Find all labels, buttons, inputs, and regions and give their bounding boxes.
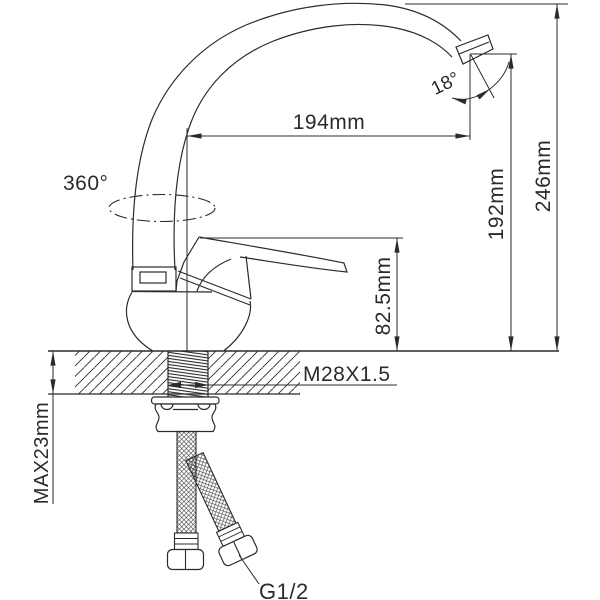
outlet-angle-arc-ext bbox=[489, 61, 510, 90]
dim-outlet-angle-18 bbox=[451, 54, 510, 105]
mounting-stem bbox=[167, 351, 209, 397]
swivel-angle-label: 360° bbox=[63, 172, 108, 195]
countertop bbox=[48, 350, 559, 395]
thread-callout-label: M28X1.5 bbox=[303, 363, 391, 386]
countertop-hatch-right bbox=[208, 351, 300, 394]
faucet-body bbox=[125, 258, 252, 352]
thread-arrow-right bbox=[195, 381, 208, 389]
body-shoulder-line bbox=[131, 290, 213, 293]
spout-collar bbox=[131, 266, 177, 292]
thread-arrow-left bbox=[168, 381, 181, 389]
dim-lever-height-825 bbox=[200, 237, 403, 352]
swivel-ellipse bbox=[108, 193, 216, 223]
handle-seam-2 bbox=[179, 277, 251, 306]
nut-body bbox=[154, 403, 217, 433]
dim-counter-thickness-label: MAX23mm bbox=[31, 402, 53, 504]
dim-spout-reach-label: 194mm bbox=[293, 111, 366, 134]
nut-flange bbox=[150, 396, 220, 405]
stem-thread-fill bbox=[168, 351, 208, 397]
spout-aerator bbox=[455, 34, 494, 65]
spout-outer-curve bbox=[131, 2, 462, 271]
nut-bump-left bbox=[160, 403, 174, 411]
dim-lever-height-label: 82.5mm bbox=[372, 257, 395, 336]
hose-thread-callout bbox=[238, 554, 260, 585]
handle bbox=[175, 236, 348, 306]
hose-vertical-collar bbox=[173, 532, 199, 551]
nut-bump-right bbox=[197, 403, 211, 411]
hose-thread-label: G1/2 bbox=[259, 579, 309, 600]
mounting-nut bbox=[150, 396, 220, 433]
outlet-angle-leg bbox=[470, 54, 495, 99]
thread-callout bbox=[168, 381, 397, 389]
hose-vertical bbox=[166, 430, 205, 571]
outlet-angle-arc bbox=[451, 88, 491, 105]
dim-overall-height-246 bbox=[405, 3, 568, 352]
spout-aerator-seam bbox=[458, 41, 490, 55]
handle-lever bbox=[198, 236, 348, 273]
spout-arc bbox=[131, 2, 494, 271]
countertop-hatch-left bbox=[75, 351, 168, 394]
body-dome-curve bbox=[196, 258, 232, 292]
dim-outlet-angle-label: 18° bbox=[428, 68, 463, 99]
spout-inner-curve bbox=[173, 23, 453, 271]
dim-outlet-height-label: 192mm bbox=[485, 168, 508, 241]
handle-hub-right bbox=[245, 255, 252, 300]
body-right-edge bbox=[223, 300, 252, 351]
dim-overall-height-label: 246mm bbox=[532, 140, 555, 213]
body-left-edge bbox=[125, 291, 153, 352]
handle-seam-1 bbox=[177, 270, 252, 300]
hose-vertical-braid bbox=[176, 430, 197, 534]
dim-outlet-height-192 bbox=[470, 53, 517, 352]
